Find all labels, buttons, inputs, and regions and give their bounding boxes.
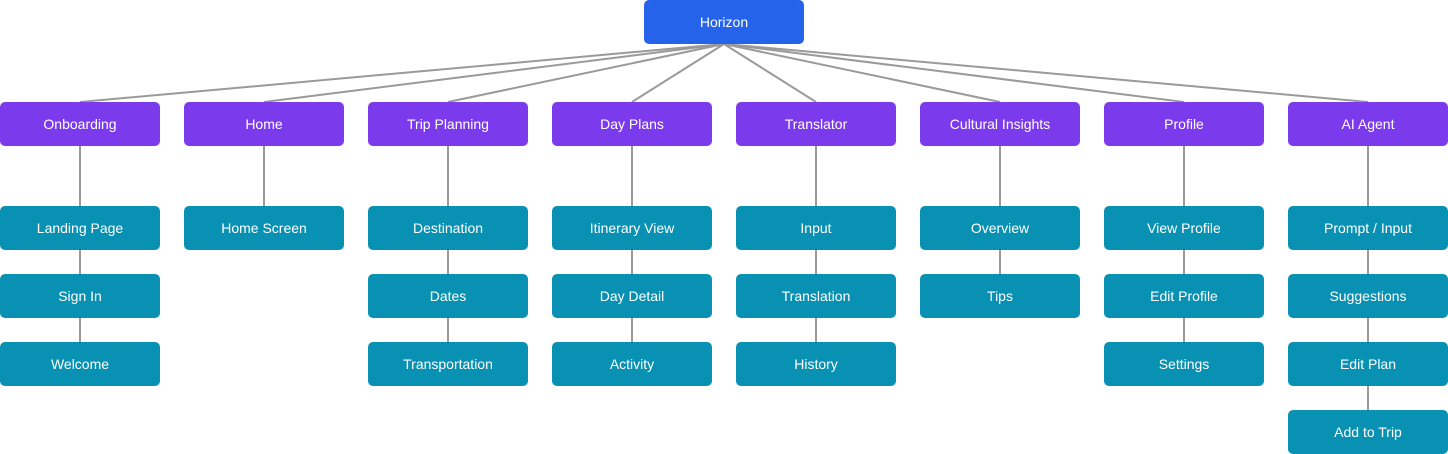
- screen-node-add-to-trip: Add to Trip: [1288, 410, 1448, 454]
- screen-node-welcome: Welcome: [0, 342, 160, 386]
- screen-node-sign-in: Sign In: [0, 274, 160, 318]
- screen-node-tips: Tips: [920, 274, 1080, 318]
- connector-root-to-profile: [723, 43, 1185, 103]
- screen-node-activity: Activity: [552, 342, 712, 386]
- section-node-onboarding: Onboarding: [0, 102, 160, 146]
- section-node-translator: Translator: [736, 102, 896, 146]
- screen-node-overview: Overview: [920, 206, 1080, 250]
- screen-node-history: History: [736, 342, 896, 386]
- connector-root-to-ai-agent: [723, 43, 1369, 103]
- screen-node-suggestions: Suggestions: [1288, 274, 1448, 318]
- connector-root-to-onboarding: [79, 43, 725, 103]
- section-node-day-plans: Day Plans: [552, 102, 712, 146]
- section-node-profile: Profile: [1104, 102, 1264, 146]
- section-node-trip-planning: Trip Planning: [368, 102, 528, 146]
- connector-root-to-translator: [723, 43, 817, 103]
- connector-root-to-trip-planning: [447, 43, 725, 103]
- connector-root-to-day-plans: [631, 43, 725, 103]
- screen-node-translation: Translation: [736, 274, 896, 318]
- section-node-ai-agent: AI Agent: [1288, 102, 1448, 146]
- screen-node-transportation: Transportation: [368, 342, 528, 386]
- screen-node-settings: Settings: [1104, 342, 1264, 386]
- section-node-cultural-insights: Cultural Insights: [920, 102, 1080, 146]
- screen-node-view-profile: View Profile: [1104, 206, 1264, 250]
- connector-root-to-home: [263, 43, 725, 103]
- screen-node-itinerary-view: Itinerary View: [552, 206, 712, 250]
- screen-node-input: Input: [736, 206, 896, 250]
- screen-node-landing-page: Landing Page: [0, 206, 160, 250]
- screen-node-prompt-input: Prompt / Input: [1288, 206, 1448, 250]
- section-node-home: Home: [184, 102, 344, 146]
- screen-node-dates: Dates: [368, 274, 528, 318]
- screen-node-destination: Destination: [368, 206, 528, 250]
- connector-root-to-cultural-insights: [723, 43, 1001, 103]
- screen-node-home-screen: Home Screen: [184, 206, 344, 250]
- screen-node-edit-profile: Edit Profile: [1104, 274, 1264, 318]
- root-node-horizon: Horizon: [644, 0, 804, 44]
- screen-node-edit-plan: Edit Plan: [1288, 342, 1448, 386]
- screen-node-day-detail: Day Detail: [552, 274, 712, 318]
